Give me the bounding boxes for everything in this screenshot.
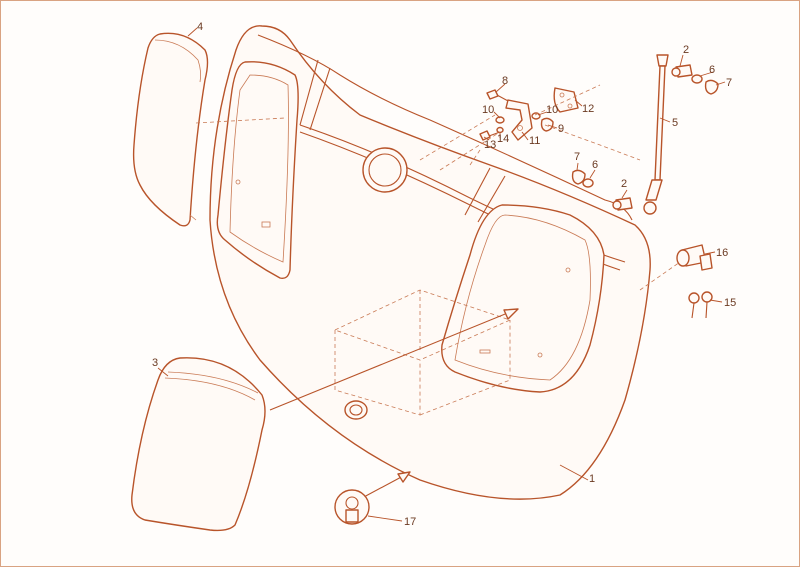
callout-7-top: 7 [726, 77, 732, 89]
part-3-panel [131, 357, 266, 532]
callout-10-right: 10 [546, 104, 558, 116]
callout-11: 11 [529, 135, 540, 147]
callout-7-mid: 7 [574, 151, 580, 163]
part-17-sticker [334, 489, 370, 525]
callout-16: 16 [716, 247, 728, 259]
callout-13: 13 [484, 139, 496, 151]
leader-lines [157, 27, 726, 522]
callout-4: 4 [197, 21, 203, 33]
callout-5: 5 [672, 117, 678, 129]
callout-2-mid: 2 [621, 178, 627, 190]
callout-8: 8 [502, 75, 508, 87]
part-4-panel [132, 32, 286, 227]
callout-17: 17 [404, 516, 416, 528]
callout-labels: 1 2 2 3 4 5 6 6 7 7 8 9 10 10 11 12 13 1… [152, 21, 736, 528]
part-16-lock-cylinder [639, 244, 713, 291]
callout-3: 3 [152, 357, 158, 369]
hardware-parts [419, 64, 719, 211]
callout-9: 9 [558, 123, 564, 135]
callout-2-top: 2 [683, 44, 689, 56]
callout-15: 15 [724, 297, 736, 309]
callout-14: 14 [497, 133, 509, 145]
callout-6-top: 6 [709, 64, 715, 76]
callout-10-left: 10 [482, 104, 494, 116]
callout-6-mid: 6 [592, 159, 598, 171]
part-15-keys [688, 291, 713, 319]
callout-12: 12 [582, 103, 594, 115]
callout-1: 1 [589, 473, 595, 485]
direction-arrows [269, 308, 519, 499]
part-1-cover [209, 25, 651, 500]
part-5-gas-strut [643, 54, 669, 215]
